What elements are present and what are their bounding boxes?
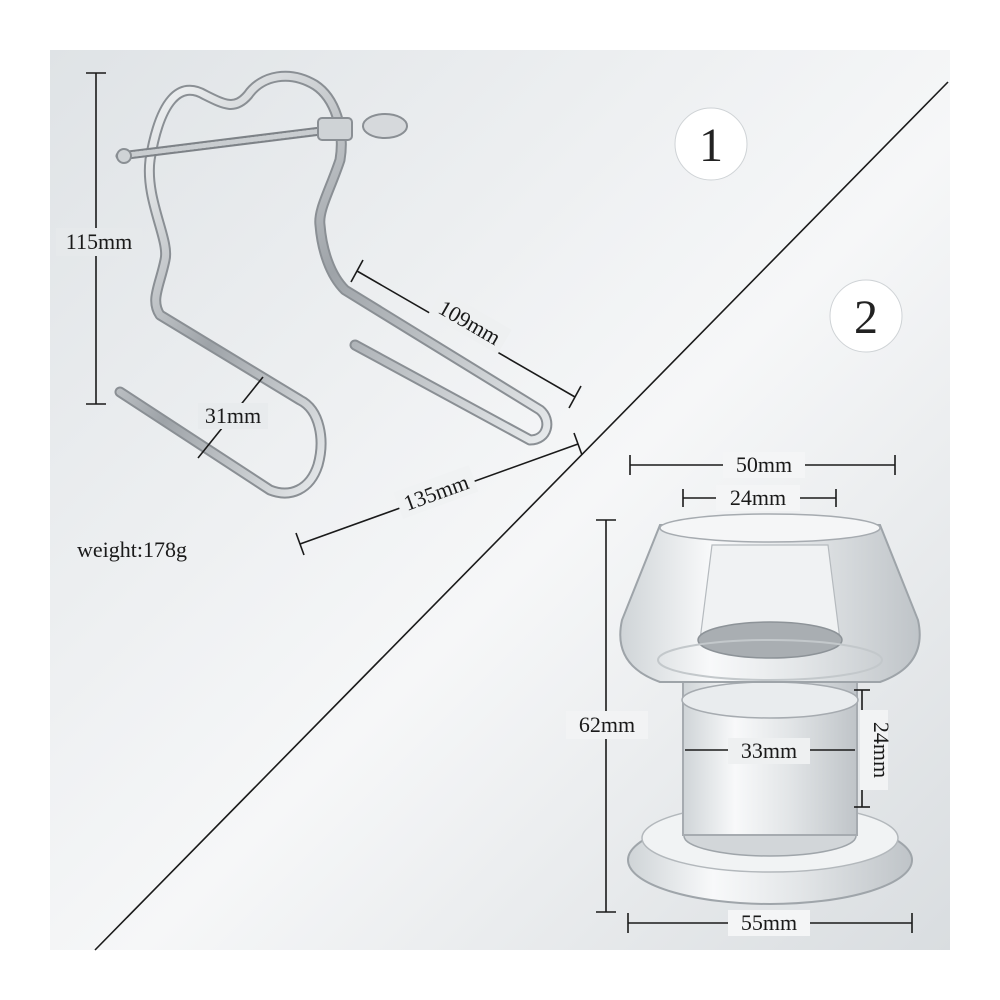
label-bg-24-side: [860, 710, 888, 790]
badge-2: 2: [829, 279, 903, 353]
label-bg-33: [728, 738, 810, 764]
label-bg-115: [56, 228, 142, 256]
label-bg-55: [728, 910, 810, 936]
top-outer-label: 50mm: [736, 452, 792, 477]
diagonal-divider: [94, 81, 949, 951]
weight-label: weight:178g: [77, 537, 187, 562]
label-bg-135: [393, 465, 479, 519]
badge-1-label: 1: [699, 119, 723, 172]
label-bg-24-top: [716, 485, 800, 511]
height-label-plug: 62mm: [579, 712, 635, 737]
label-bg-50: [723, 452, 805, 478]
top-inner-label: 24mm: [730, 485, 786, 510]
base-width-label: 55mm: [741, 910, 797, 935]
label-bg-31: [198, 403, 268, 429]
badge-2-label: 2: [854, 291, 878, 344]
neck-height-label: 24mm: [869, 722, 894, 778]
height-label-gag: 115mm: [66, 229, 132, 254]
steel-gag-illustration: [114, 70, 553, 499]
badge-1: 1: [674, 107, 748, 181]
label-bg-109: [428, 289, 512, 355]
hook-width-label: 31mm: [205, 403, 261, 428]
label-bg-62: [566, 711, 648, 739]
neck-width-label: 33mm: [741, 738, 797, 763]
